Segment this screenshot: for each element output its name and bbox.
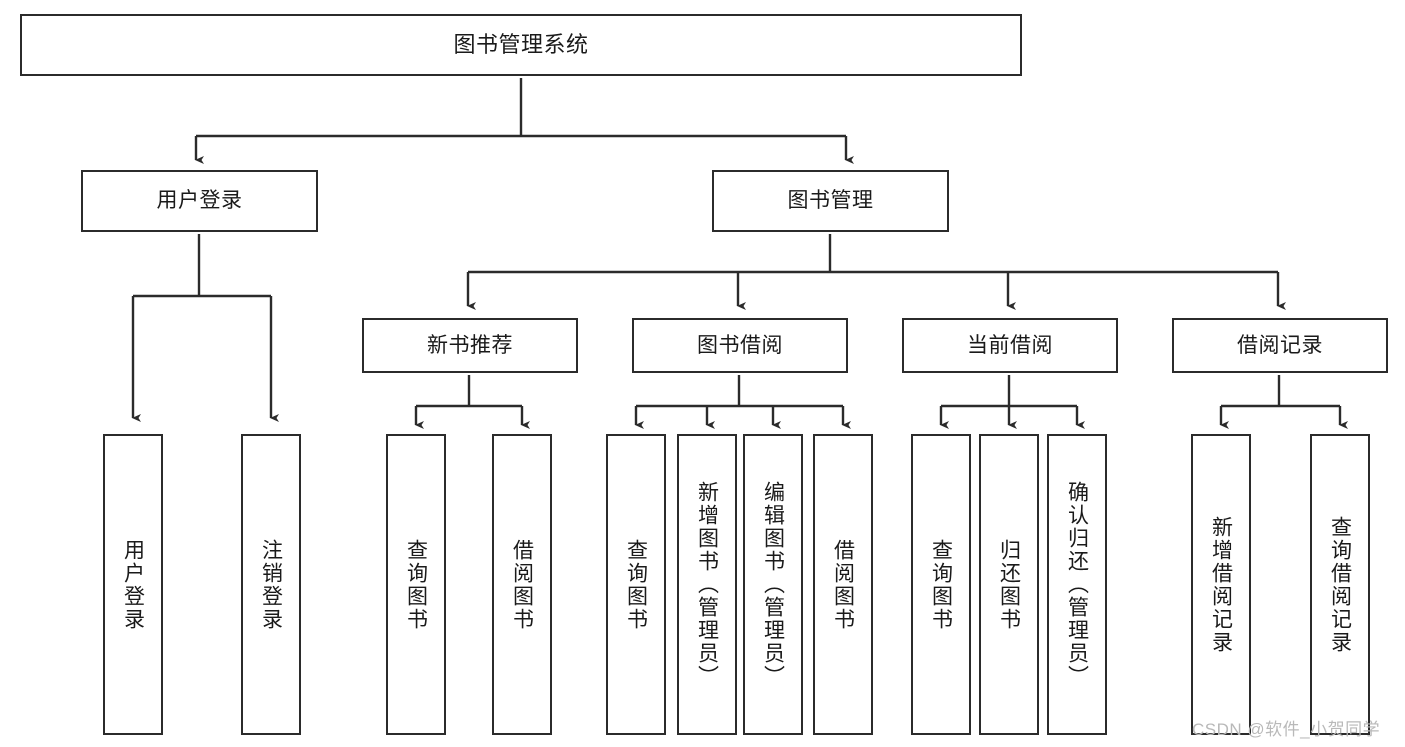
node-new-book-recommend[interactable]: 新书推荐 bbox=[362, 318, 578, 373]
node-book-management[interactable]: 图书管理 bbox=[712, 170, 949, 232]
leaf-query-borrow-record[interactable]: 查询借阅记录 bbox=[1310, 434, 1370, 735]
node-label: 确认归还（管理员） bbox=[1065, 481, 1089, 688]
node-label: 注销登录 bbox=[259, 538, 283, 631]
node-label: 图书借阅 bbox=[697, 333, 783, 357]
node-label: 用户登录 bbox=[156, 189, 243, 213]
node-label: 新书推荐 bbox=[427, 333, 513, 357]
leaf-query-book-current[interactable]: 查询图书 bbox=[911, 434, 971, 735]
node-label: 编辑图书（管理员） bbox=[761, 481, 785, 688]
leaf-logout[interactable]: 注销登录 bbox=[241, 434, 301, 735]
node-label: 用户登录 bbox=[121, 538, 145, 631]
node-borrow-records[interactable]: 借阅记录 bbox=[1172, 318, 1388, 373]
node-label: 借阅记录 bbox=[1237, 333, 1323, 357]
leaf-query-book-new[interactable]: 查询图书 bbox=[386, 434, 446, 735]
csdn-watermark: CSDN @软件_小贺同学 bbox=[1192, 720, 1381, 739]
node-label: 查询图书 bbox=[929, 538, 953, 631]
leaf-return-book[interactable]: 归还图书 bbox=[979, 434, 1039, 735]
node-label: 借阅图书 bbox=[510, 538, 534, 631]
node-label: 查询图书 bbox=[624, 538, 648, 631]
leaf-add-book-admin[interactable]: 新增图书（管理员） bbox=[677, 434, 737, 735]
node-label: 借阅图书 bbox=[831, 538, 855, 631]
node-label: 新增借阅记录 bbox=[1209, 515, 1233, 654]
node-label: 图书管理系统 bbox=[453, 31, 589, 57]
leaf-borrow-book[interactable]: 借阅图书 bbox=[813, 434, 873, 735]
node-label: 当前借阅 bbox=[967, 333, 1053, 357]
leaf-user-login[interactable]: 用户登录 bbox=[103, 434, 163, 735]
node-current-borrow[interactable]: 当前借阅 bbox=[902, 318, 1118, 373]
node-root-book-management-system[interactable]: 图书管理系统 bbox=[20, 14, 1022, 76]
leaf-edit-book-admin[interactable]: 编辑图书（管理员） bbox=[743, 434, 803, 735]
leaf-confirm-return-admin[interactable]: 确认归还（管理员） bbox=[1047, 434, 1107, 735]
node-label: 归还图书 bbox=[997, 538, 1021, 631]
leaf-borrow-book-new[interactable]: 借阅图书 bbox=[492, 434, 552, 735]
node-label: 查询图书 bbox=[404, 538, 428, 631]
leaf-add-borrow-record[interactable]: 新增借阅记录 bbox=[1191, 434, 1251, 735]
node-label: 新增图书（管理员） bbox=[695, 481, 719, 688]
node-label: 查询借阅记录 bbox=[1328, 515, 1352, 654]
node-user-login[interactable]: 用户登录 bbox=[81, 170, 318, 232]
node-book-borrow[interactable]: 图书借阅 bbox=[632, 318, 848, 373]
node-label: 图书管理 bbox=[787, 189, 874, 213]
leaf-query-book-borrow[interactable]: 查询图书 bbox=[606, 434, 666, 735]
